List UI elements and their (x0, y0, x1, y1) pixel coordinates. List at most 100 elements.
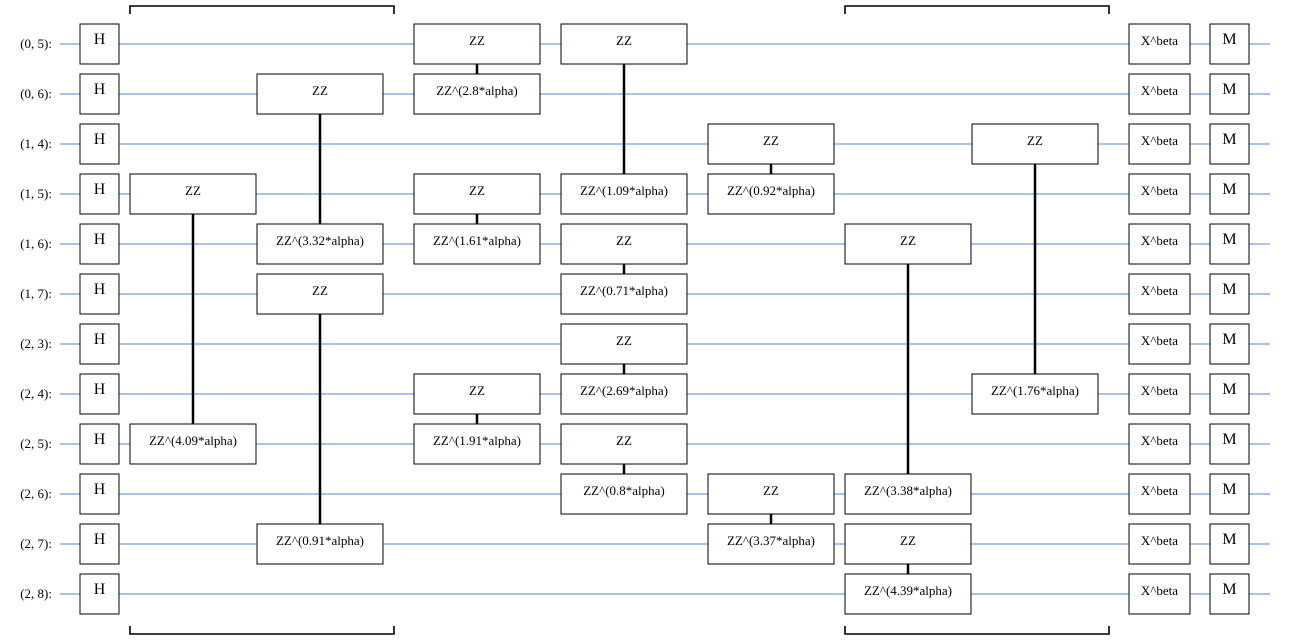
gate-x-beta-1-6-label: X^beta (1141, 233, 1178, 248)
gate-x-beta-0-5-box (1128, 23, 1191, 65)
zz-gate-8-top: ZZ (560, 323, 688, 365)
gates: HHHHHHHHHHHHX^betaX^betaX^betaX^betaX^be… (79, 23, 1250, 615)
zz-gate-13-bottom-box (844, 573, 972, 615)
zz-gate-5-bottom-box (413, 423, 541, 465)
gate-h-2-6-label: H (94, 481, 106, 498)
gate-h-1-6: H (79, 223, 120, 265)
gate-h-2-7: H (79, 523, 120, 565)
gate-m-2-3-label: M (1222, 331, 1236, 348)
gate-x-beta-0-5: X^beta (1128, 23, 1191, 65)
zz-gate-9-top: ZZ (560, 423, 688, 465)
zz-gate-3-top: ZZ (413, 23, 541, 65)
zz-gate-7-top: ZZ (560, 223, 688, 265)
zz-gate-11-bottom: ZZ^(3.37*alpha) (707, 523, 835, 565)
zz-gate-9-top-label: ZZ (616, 433, 632, 448)
zz-gate-11-top: ZZ (707, 473, 835, 515)
gate-m-0-5: M (1209, 23, 1250, 65)
gate-m-1-7-box (1209, 273, 1250, 315)
zz-gate-12-bottom: ZZ^(3.38*alpha) (844, 473, 972, 515)
gate-m-2-5-label: M (1222, 431, 1236, 448)
zz-gate-9-bottom-label: ZZ^(0.8*alpha) (583, 483, 665, 498)
zz-gate-11-bottom-label: ZZ^(3.37*alpha) (727, 533, 815, 548)
gate-h-2-5-label: H (94, 431, 106, 448)
zz-gate-2-bottom-label: ZZ^(0.91*alpha) (276, 533, 364, 548)
zz-gate-4-bottom: ZZ^(1.61*alpha) (413, 223, 541, 265)
zz-gate-2-bottom-box (256, 523, 384, 565)
qubit-label-1-7: (1, 7): (20, 286, 52, 301)
zz-gate-8-bottom: ZZ^(2.69*alpha) (560, 373, 688, 415)
gate-x-beta-2-5-box (1128, 423, 1191, 465)
zz-gate-5-top-box (413, 373, 541, 415)
zz-gate-1-top-label: ZZ (312, 83, 328, 98)
gate-h-0-5: H (79, 23, 120, 65)
qubit-label-2-4: (2, 4): (20, 386, 52, 401)
gate-x-beta-2-6-label: X^beta (1141, 483, 1178, 498)
zz-gate-10-top: ZZ (707, 123, 835, 165)
zz-gate-2-bottom: ZZ^(0.91*alpha) (256, 523, 384, 565)
zz-gate-10-bottom: ZZ^(0.92*alpha) (707, 173, 835, 215)
gate-m-0-6-label: M (1222, 81, 1236, 98)
gate-m-2-6-label: M (1222, 481, 1236, 498)
gate-h-2-4-box (79, 373, 120, 415)
zz-gate-5-top: ZZ (413, 373, 541, 415)
zz-gate-4-bottom-label: ZZ^(1.61*alpha) (433, 233, 521, 248)
zz-gate-5-bottom: ZZ^(1.91*alpha) (413, 423, 541, 465)
gate-x-beta-2-3-box (1128, 323, 1191, 365)
gate-h-2-8-box (79, 573, 120, 615)
gate-x-beta-1-7-box (1128, 273, 1191, 315)
zz-gate-11-bottom-box (707, 523, 835, 565)
zz-gate-13-top-box (844, 523, 972, 565)
zz-gate-14-bottom-box (971, 373, 1099, 415)
zz-gate-10-top-box (707, 123, 835, 165)
gate-m-2-8-label: M (1222, 581, 1236, 598)
zz-gate-7-bottom: ZZ^(0.71*alpha) (560, 273, 688, 315)
gate-h-1-4-box (79, 123, 120, 165)
zz-gate-0-bottom-label: ZZ^(4.09*alpha) (149, 433, 237, 448)
gate-m-2-7-label: M (1222, 531, 1236, 548)
gate-x-beta-0-6-label: X^beta (1141, 83, 1178, 98)
qubit-label-2-5: (2, 5): (20, 436, 52, 451)
qubit-label-1-4: (1, 4): (20, 136, 52, 151)
gate-h-2-7-label: H (94, 531, 106, 548)
zz-gate-12-top-label: ZZ (900, 233, 916, 248)
moment-brackets (129, 5, 1110, 635)
gate-h-2-3: H (79, 323, 120, 365)
gate-m-0-5-label: M (1222, 31, 1236, 48)
zz-gate-6-bottom-box (560, 173, 688, 215)
gate-h-2-5: H (79, 423, 120, 465)
qubit-label-2-7: (2, 7): (20, 536, 52, 551)
gate-x-beta-2-8-box (1128, 573, 1191, 615)
gate-x-beta-2-6: X^beta (1128, 473, 1191, 515)
gate-m-2-4: M (1209, 373, 1250, 415)
gate-x-beta-1-4: X^beta (1128, 123, 1191, 165)
zz-gate-8-top-label: ZZ (616, 333, 632, 348)
gate-m-2-3-box (1209, 323, 1250, 365)
gate-m-2-6-box (1209, 473, 1250, 515)
zz-gate-6-top-label: ZZ (616, 33, 632, 48)
zz-gate-8-top-box (560, 323, 688, 365)
gate-x-beta-1-6: X^beta (1128, 223, 1191, 265)
gate-x-beta-2-6-box (1128, 473, 1191, 515)
zz-gate-13-bottom: ZZ^(4.39*alpha) (844, 573, 972, 615)
zz-gate-7-top-label: ZZ (616, 233, 632, 248)
qubit-label-0-6: (0, 6): (20, 86, 52, 101)
gate-h-2-6: H (79, 473, 120, 515)
qubit-label-1-6: (1, 6): (20, 236, 52, 251)
gate-m-1-6-label: M (1222, 231, 1236, 248)
moment-bracket-top-1 (844, 5, 1110, 14)
zz-gate-3-top-label: ZZ (469, 33, 485, 48)
gate-m-2-5-box (1209, 423, 1250, 465)
gate-x-beta-1-6-box (1128, 223, 1191, 265)
zz-gate-1-bottom: ZZ^(3.32*alpha) (256, 223, 384, 265)
gate-x-beta-2-5: X^beta (1128, 423, 1191, 465)
gate-x-beta-2-3: X^beta (1128, 323, 1191, 365)
gate-x-beta-0-6-box (1128, 73, 1191, 115)
gate-x-beta-1-5: X^beta (1128, 173, 1191, 215)
zz-gate-9-bottom: ZZ^(0.8*alpha) (560, 473, 688, 515)
gate-h-1-6-box (79, 223, 120, 265)
zz-gate-9-bottom-box (560, 473, 688, 515)
gate-x-beta-1-7-label: X^beta (1141, 283, 1178, 298)
gate-m-0-6-box (1209, 73, 1250, 115)
qubit-labels: (0, 5):(0, 6):(1, 4):(1, 5):(1, 6):(1, 7… (20, 36, 52, 601)
